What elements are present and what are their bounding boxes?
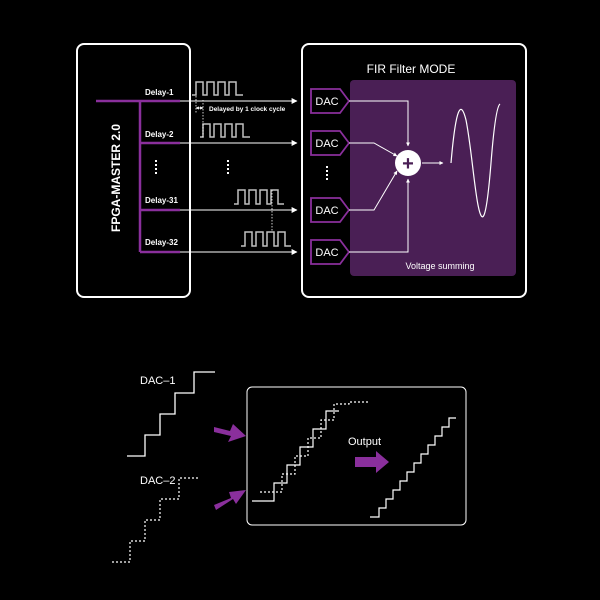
summing-label: Voltage summing: [405, 261, 474, 271]
summer-node: [395, 150, 421, 176]
output-arrow: [355, 451, 389, 473]
delay-label-2: Delay-2: [145, 130, 174, 139]
dac-ellipsis: [326, 166, 328, 180]
dac1-input-arrow: [214, 424, 246, 442]
fpga-title: FPGA-MASTER 2.0: [109, 124, 123, 232]
summing-result-box: [246, 386, 467, 526]
dac1-label: DAC–1: [140, 375, 175, 387]
combined-dotted-staircase: [260, 401, 370, 493]
delay-label-32: Delay-32: [145, 238, 178, 247]
dac-2-label: DAC: [315, 138, 338, 150]
dac1-staircase: [127, 371, 215, 457]
summing-panel: [350, 80, 516, 276]
delay-label-31: Delay-31: [145, 196, 178, 205]
delay-label-1: Delay-1: [145, 88, 174, 97]
dac-2-shape: [310, 130, 351, 156]
combined-solid-staircase: [252, 410, 339, 502]
dac-1-label: DAC: [315, 96, 338, 108]
dac-32-shape: [310, 239, 351, 265]
fir-block: FIR Filter MODE Voltage summing DAC DAC …: [301, 43, 527, 298]
fir-title: FIR Filter MODE: [367, 62, 456, 76]
input-arrows: [214, 424, 246, 510]
pulse-train-32: [241, 231, 291, 247]
dac-1-shape: [310, 88, 351, 114]
delay-annotation: Delayed by 1 clock cycle: [195, 96, 286, 232]
delay-note: Delayed by 1 clock cycle: [209, 106, 286, 113]
output-label: Output: [348, 436, 381, 448]
dac2-staircase: [112, 477, 200, 563]
output-staircase: [370, 417, 456, 518]
summer-connections: [349, 100, 444, 253]
dac2-input-arrow: [214, 490, 246, 510]
dac2-label: DAC–2: [140, 475, 175, 487]
fpga-ellipsis: [155, 160, 157, 174]
output-sine-wave: [450, 103, 501, 218]
pulse-train-2: [200, 123, 250, 138]
dac-32-label: DAC: [315, 247, 338, 259]
signal-ellipsis: [227, 160, 229, 174]
dac-31-label: DAC: [315, 205, 338, 217]
sum-symbol: +: [402, 153, 414, 175]
pulse-train-31: [234, 189, 284, 205]
pulse-train-1: [192, 81, 243, 96]
fpga-block: FPGA-MASTER 2.0 Delay-1 Delay-2 Delay-31…: [76, 43, 191, 298]
dac-31-shape: [310, 197, 351, 223]
delay-labels: Delay-1 Delay-2 Delay-31 Delay-32: [145, 88, 178, 247]
fpga-bus: [96, 99, 180, 254]
signal-lines: [180, 98, 298, 255]
